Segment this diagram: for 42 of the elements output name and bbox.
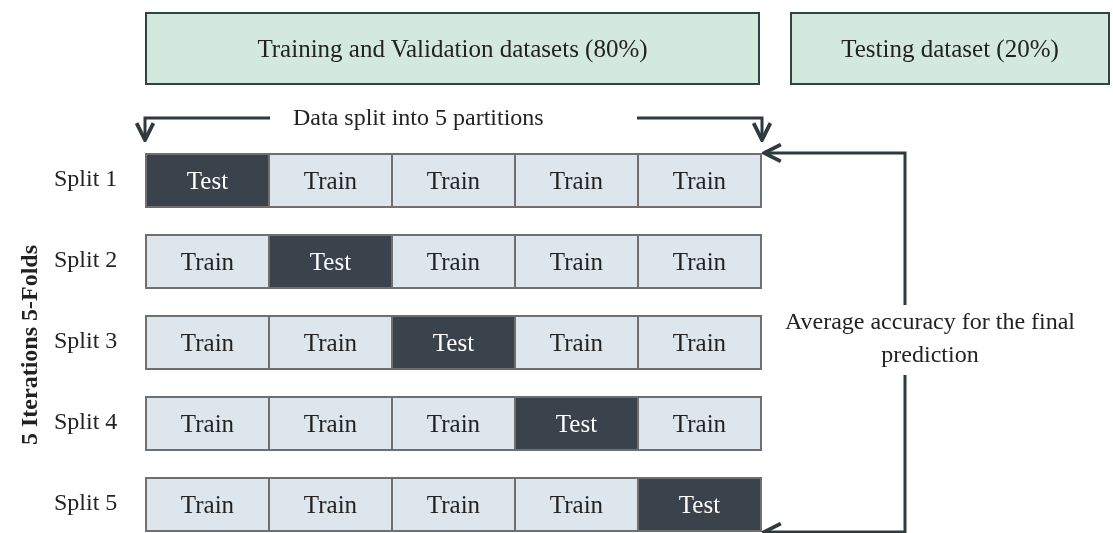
dataset-box: Testing dataset (20%) xyxy=(790,12,1110,85)
train-fold: Train xyxy=(270,317,391,368)
train-fold: Train xyxy=(147,398,268,449)
train-fold: Train xyxy=(270,398,391,449)
split-label: Split 4 xyxy=(54,408,118,435)
train-fold: Train xyxy=(270,155,391,206)
train-fold: Train xyxy=(516,317,637,368)
dataset-box: Training and Validation datasets (80%) xyxy=(145,12,760,85)
train-fold: Train xyxy=(393,479,514,530)
train-fold: Train xyxy=(393,236,514,287)
train-fold: Train xyxy=(639,398,760,449)
split-row xyxy=(145,477,762,532)
train-fold: Train xyxy=(147,479,268,530)
test-fold: Test xyxy=(393,317,514,368)
train-fold: Train xyxy=(516,236,637,287)
bracket-label: Data split into 5 partitions xyxy=(293,104,544,131)
train-fold: Train xyxy=(639,155,760,206)
split-row xyxy=(145,315,762,370)
train-fold: Train xyxy=(270,479,391,530)
train-fold: Train xyxy=(393,155,514,206)
split-row xyxy=(145,396,762,451)
train-fold: Train xyxy=(516,155,637,206)
train-fold: Train xyxy=(147,236,268,287)
note-text: Average accuracy for the final prediction xyxy=(770,305,1090,375)
split-label: Split 2 xyxy=(54,246,118,273)
train-fold: Train xyxy=(639,236,760,287)
train-fold: Train xyxy=(147,317,268,368)
train-fold: Train xyxy=(639,317,760,368)
axis-title: 5 Iterations 5-Folds xyxy=(16,245,43,445)
test-fold: Test xyxy=(639,479,760,530)
arrow xyxy=(762,142,907,305)
train-fold: Train xyxy=(393,398,514,449)
arrow xyxy=(762,375,907,533)
split-label: Split 5 xyxy=(54,489,118,516)
split-row xyxy=(145,234,762,289)
test-fold: Test xyxy=(516,398,637,449)
test-fold: Test xyxy=(270,236,391,287)
split-row xyxy=(145,153,762,208)
split-label: Split 1 xyxy=(54,165,118,192)
test-fold: Test xyxy=(147,155,268,206)
split-label: Split 3 xyxy=(54,327,118,354)
train-fold: Train xyxy=(516,479,637,530)
